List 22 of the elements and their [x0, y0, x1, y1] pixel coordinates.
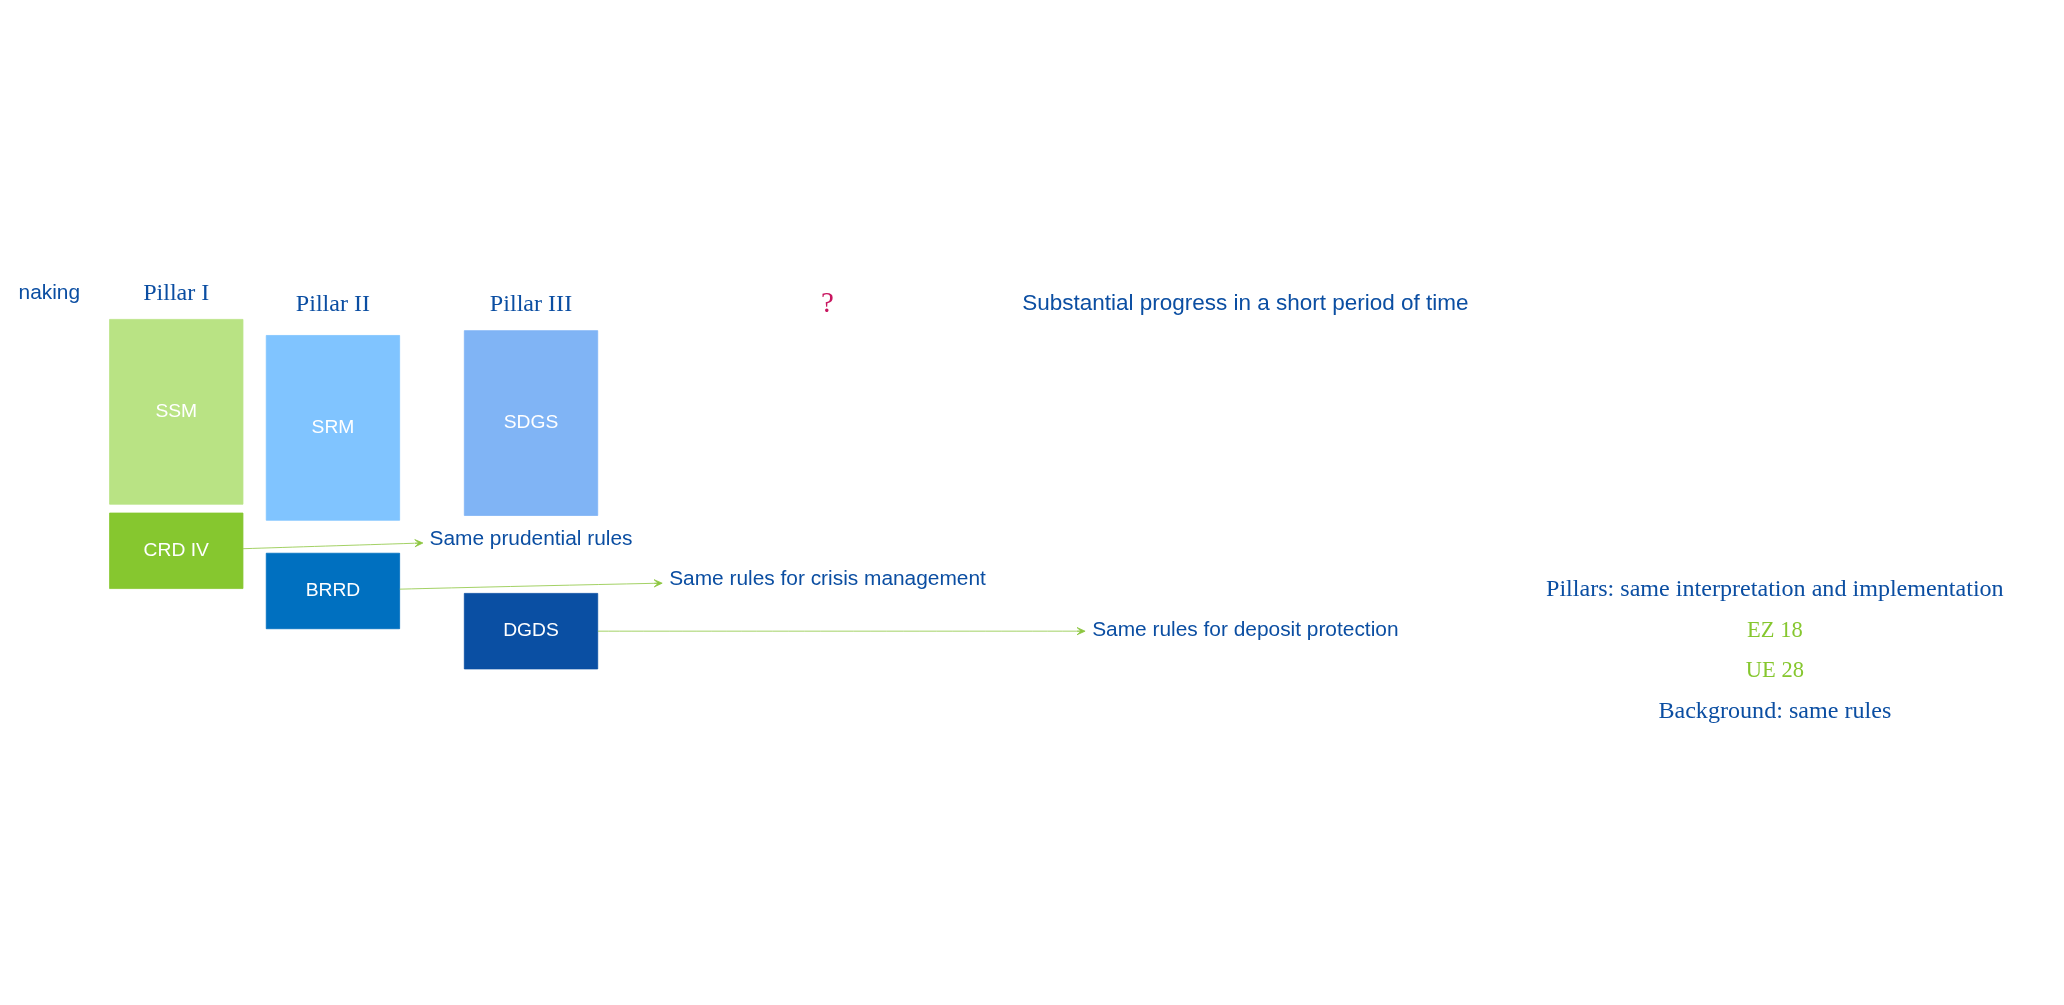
label: UE 28	[1745, 656, 1804, 682]
arrow	[242, 538, 424, 549]
label: naking	[18, 279, 81, 303]
node-text: Same rules for deposit protection	[1092, 616, 1399, 640]
label: Substantial progress in a short period of time	[1022, 289, 1469, 315]
node-box: DGDS	[463, 592, 599, 669]
arrow	[597, 626, 1086, 635]
node-text: Same rules for crisis management	[669, 565, 986, 589]
label: Pillars: same interpretation and implementation	[1546, 574, 2004, 601]
node-box: SRM	[265, 334, 401, 521]
label: Background: same rules	[1658, 696, 1892, 723]
label: Pillar II	[295, 289, 371, 316]
label: Pillar III	[489, 289, 573, 316]
label: EZ 18	[1747, 616, 1803, 642]
node-box: SDGS	[463, 329, 599, 516]
node-text: Same prudential rules	[429, 525, 633, 549]
label: ?	[821, 285, 834, 318]
label: Pillar I	[143, 278, 210, 305]
node-box: CRD IV	[109, 512, 244, 589]
node-box: BRRD	[265, 552, 401, 629]
node-box: SSM	[109, 318, 244, 505]
arrow	[399, 578, 663, 590]
